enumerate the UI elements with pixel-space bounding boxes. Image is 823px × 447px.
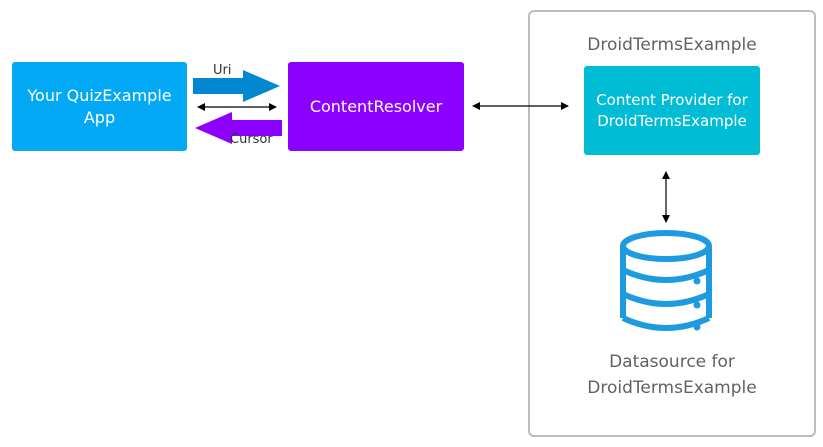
- datasource-label: Datasource for DroidTermsExample: [587, 352, 757, 398]
- database-icon: [620, 230, 712, 331]
- content-provider-label: Content Provider for DroidTermsExample: [596, 90, 748, 130]
- quiz-app-box: Your QuizExample App: [12, 62, 187, 151]
- content-resolver-label: ContentResolver: [309, 97, 443, 116]
- cursor-arrow: [195, 112, 282, 144]
- quiz-app-label: Your QuizExample App: [27, 85, 172, 127]
- uri-arrow: [193, 70, 280, 102]
- container-title: DroidTermsExample: [587, 35, 757, 55]
- droidterms-container: [528, 10, 816, 437]
- cursor-label: Cursor: [230, 132, 273, 147]
- content-resolver-box: ContentResolver: [288, 62, 464, 151]
- content-provider-box: Content Provider for DroidTermsExample: [584, 66, 760, 155]
- database-status-dots: [693, 277, 701, 331]
- uri-label: Uri: [213, 63, 232, 78]
